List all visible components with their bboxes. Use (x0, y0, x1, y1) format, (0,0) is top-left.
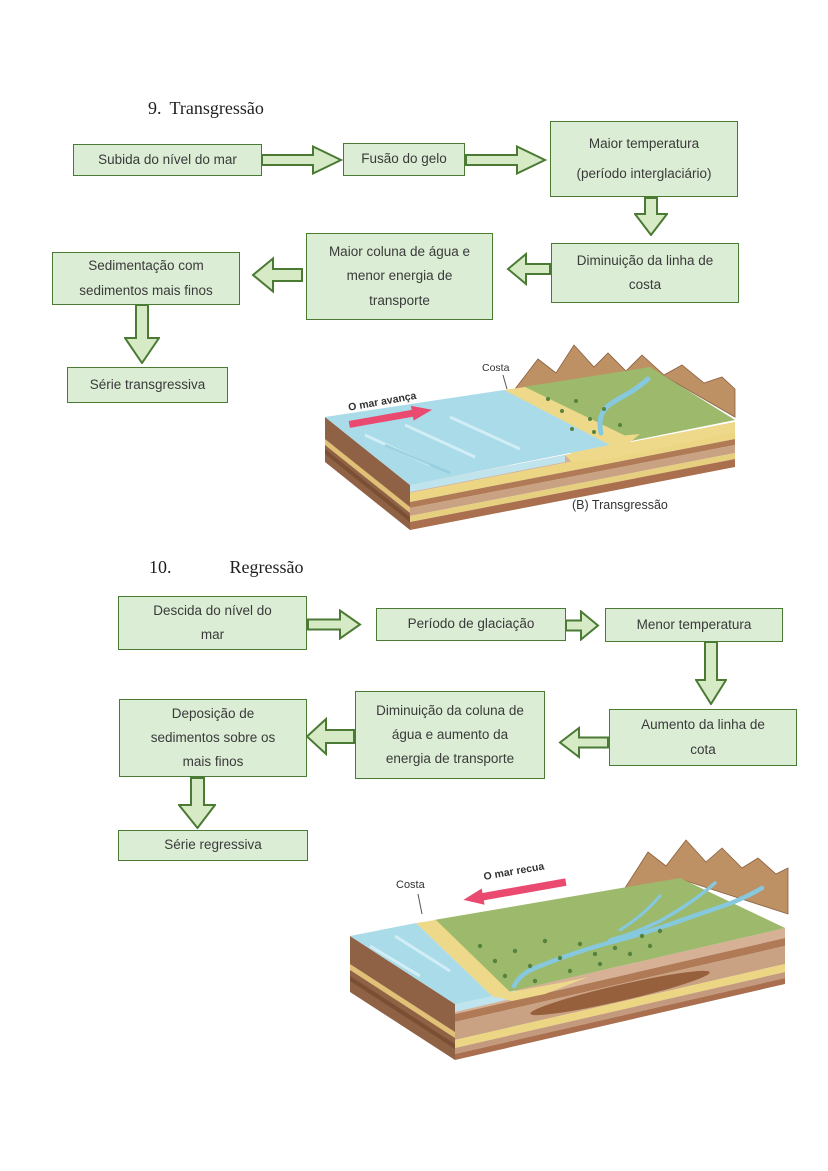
arrow-fusao-to-temperatura-icon (465, 145, 547, 175)
coast-label: Costa (396, 879, 426, 891)
figure-regressao: Costa O mar recua (330, 836, 790, 1066)
strata-front-face (410, 422, 735, 530)
box-maior-coluna-agua: Maior coluna de água e menor energia de … (306, 233, 493, 320)
box-descida-nivel-mar: Descida do nível do mar (118, 596, 307, 650)
section9-title-text: Transgressão (169, 98, 264, 118)
pink-arrow-right-icon (348, 405, 433, 428)
section9-title-number: 9. (148, 98, 162, 118)
arrow-temperatura-down-icon-2 (695, 641, 727, 705)
vegetation-speckles (546, 397, 622, 434)
figure-caption: (B) Transgressão (572, 498, 668, 512)
box-menor-temperatura: Menor temperatura (605, 608, 783, 642)
box-sedimentacao: Sedimentação com sedimentos mais finos (52, 252, 240, 305)
box-maior-temperatura-line1: Maior temperatura (588, 135, 700, 151)
section9-title: 9. Transgressão (148, 98, 264, 119)
section10-title-text: Regressão (229, 557, 304, 577)
box-deposicao-sedimentos: Deposição de sedimentos sobre os mais fi… (119, 699, 307, 777)
sea-retreat-label: O mar recua (483, 860, 546, 882)
arrow-costa-to-coluna-icon (506, 252, 551, 286)
braided-river (511, 881, 765, 989)
arrow-coluna-to-deposicao-icon (305, 716, 355, 757)
figure-transgressao: Costa O mar avança (B) Transgressão (310, 337, 740, 535)
arrow-descida-to-glaciacao-icon (307, 609, 362, 640)
arrow-subida-to-fusao-icon (261, 145, 343, 175)
box-serie-regressiva: Série regressiva (118, 830, 308, 861)
box-maior-temperatura-line2: (período interglaciário) (576, 165, 712, 181)
coast-pointer-line (502, 374, 508, 390)
arrow-coluna-to-sedimentacao-icon (251, 256, 303, 294)
box-aumento-linha-cota: Aumento da linha de cota (609, 709, 797, 766)
sea-shadow-streak (384, 443, 451, 475)
arrow-sedimentacao-down-icon (124, 304, 160, 364)
coast-sand (416, 920, 510, 996)
beach-sand (492, 977, 588, 1001)
river (597, 376, 651, 436)
box-diminuicao-linha-costa: Diminuição da linha de costa (551, 243, 739, 303)
box-periodo-glaciacao: Período de glaciação (376, 608, 566, 641)
strata-left-face (350, 936, 455, 1060)
pink-arrow-left-icon (463, 878, 567, 905)
land (434, 878, 785, 992)
mountains (514, 344, 736, 418)
vegetation-speckles (477, 928, 663, 984)
box-maior-temperatura: Maior temperatura (período interglaciári… (550, 121, 738, 197)
strata-left-face (325, 417, 410, 530)
sea-streaks (369, 934, 451, 978)
box-subida-nivel-mar: Subida do nível do mar (73, 144, 262, 176)
coast-pointer-line (417, 893, 423, 915)
arrow-temperatura-down-icon (634, 197, 668, 236)
section10-title: 10. Regressão (149, 557, 303, 578)
land (523, 367, 735, 442)
sea (350, 923, 492, 1004)
strata-front-face (455, 928, 785, 1060)
box-diminuicao-coluna-agua: Diminuição da coluna de água e aumento d… (355, 691, 545, 779)
arrow-glaciacao-to-temperatura-icon (565, 610, 600, 641)
box-fusao-gelo: Fusão do gelo (343, 143, 465, 176)
coast-label: Costa (482, 362, 510, 374)
arrow-deposicao-down-icon (178, 777, 216, 829)
section10-title-number: 10. (149, 557, 172, 577)
arrow-cota-to-coluna-icon (558, 726, 609, 759)
box-serie-transgressiva: Série transgressiva (67, 367, 228, 403)
